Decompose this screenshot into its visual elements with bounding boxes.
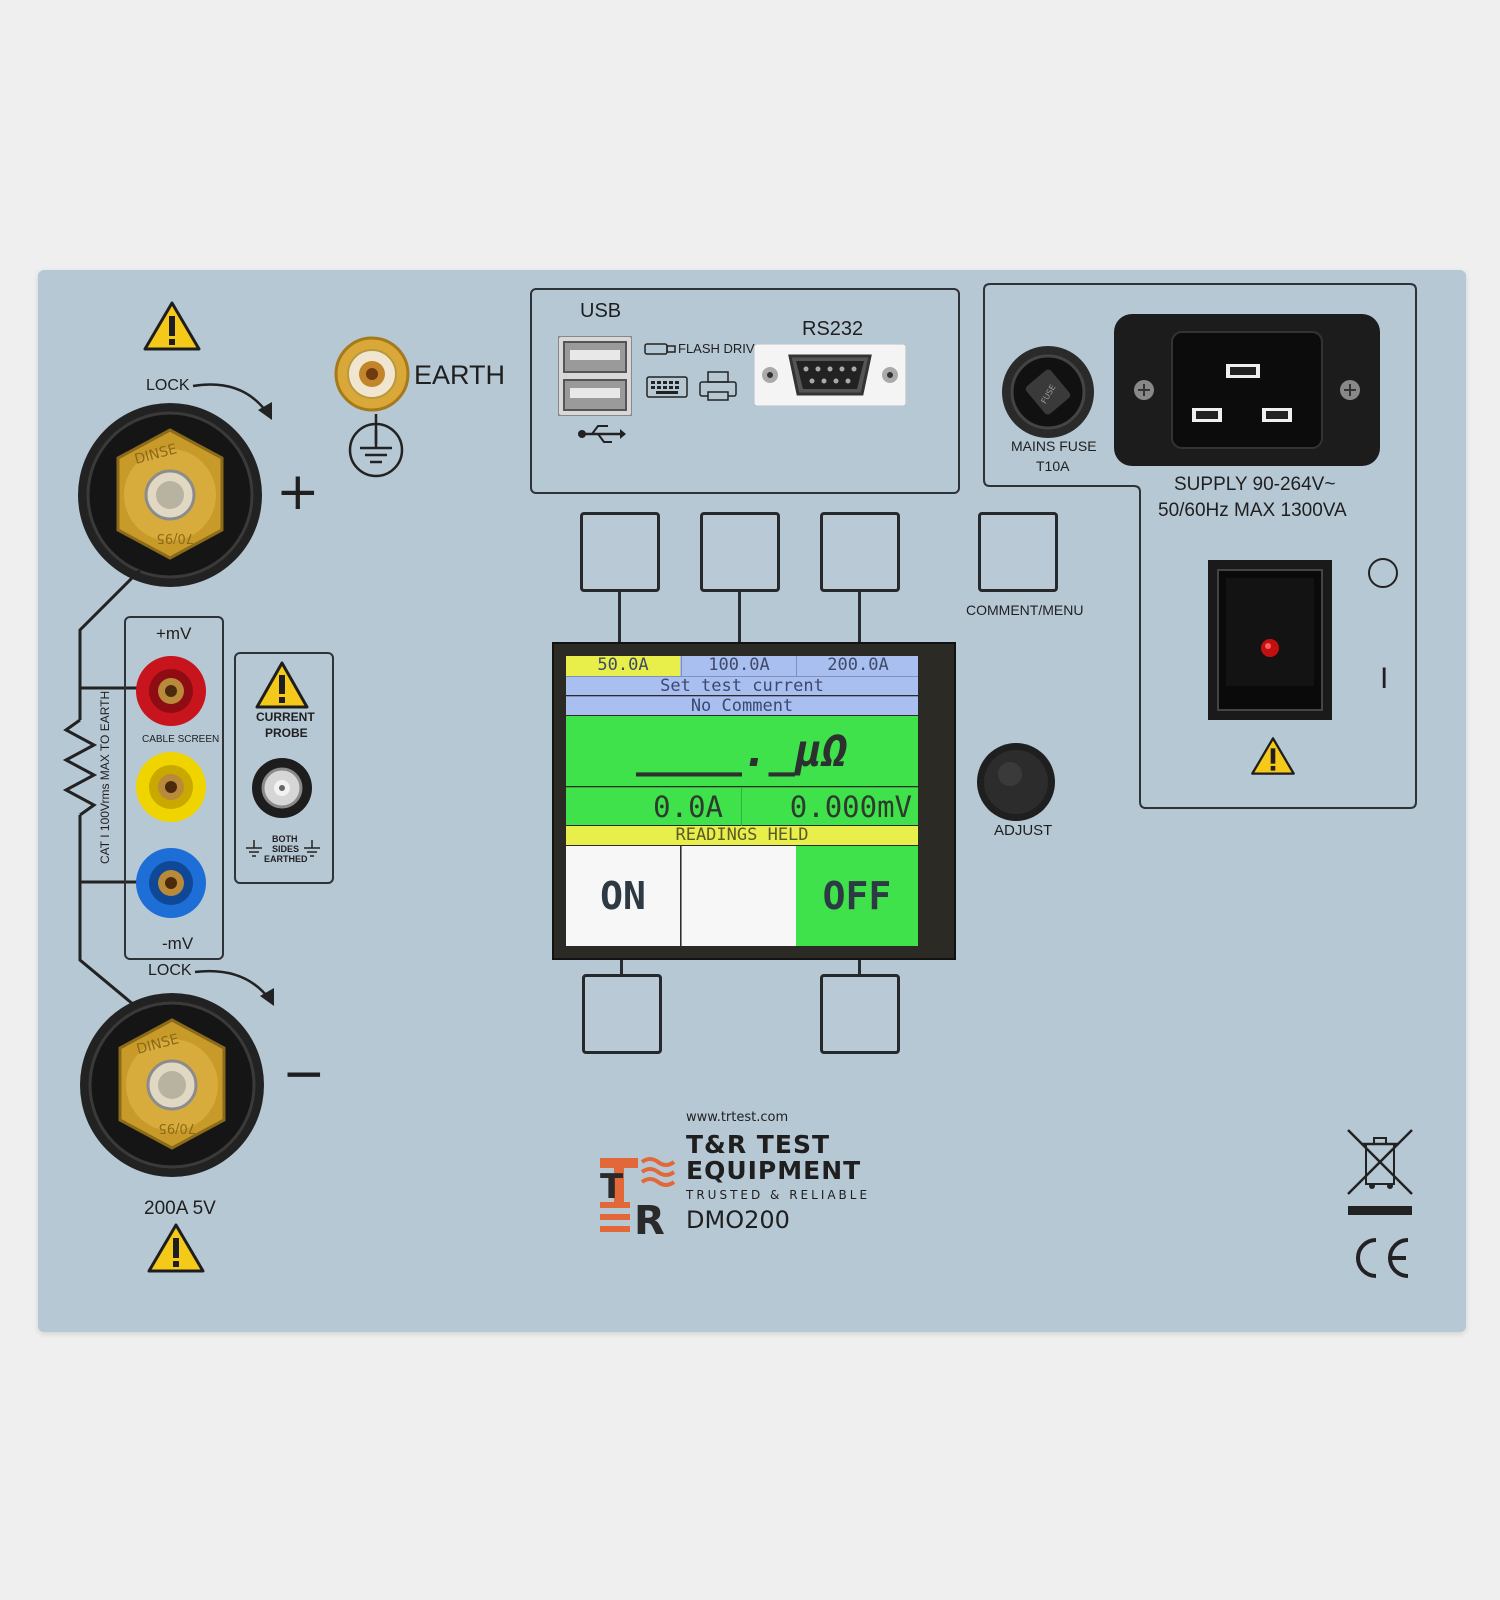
brand-name-line-1: T&R TEST	[686, 1130, 830, 1159]
current-probe-label-2: PROBE	[265, 726, 308, 740]
minus-mv-socket[interactable]	[134, 846, 208, 920]
flash-drive-label: FLASH DRIVE	[678, 341, 764, 356]
cable-screen-socket[interactable]	[134, 750, 208, 824]
plus-mv-label: +mV	[156, 624, 192, 643]
warning-icon	[1251, 737, 1295, 775]
softkey-on-button[interactable]	[582, 974, 662, 1054]
power-inlet-icon[interactable]	[1114, 314, 1380, 466]
plus-mv-socket[interactable]	[134, 654, 208, 728]
adjust-knob[interactable]	[974, 740, 1058, 824]
usb-ports[interactable]	[558, 336, 632, 416]
softkey-label-middle	[681, 846, 796, 946]
svg-text:70/95: 70/95	[157, 530, 194, 545]
fuse-icon[interactable]: FUSE	[1000, 344, 1096, 440]
usb-icon	[578, 425, 626, 443]
warning-icon	[255, 661, 309, 709]
resistor-icon	[62, 570, 142, 1010]
secondary-readings-row: 0.0A 0.000mV	[566, 787, 918, 826]
brand-name-line-2: EQUIPMENT	[686, 1156, 862, 1185]
button-link-line	[620, 954, 623, 992]
supply-label-1: SUPPLY 90-264V~	[1174, 474, 1336, 495]
button-link-line	[738, 592, 741, 644]
status-readings-held: READINGS HELD	[566, 826, 918, 845]
earth-ground-icon	[246, 840, 320, 857]
current-selector-row: 50.0A 100.0A 200.0A	[566, 656, 918, 676]
softkey-label-off: OFF	[796, 846, 918, 946]
both-sides-label-2: SIDES	[272, 844, 300, 854]
softkey-top-3[interactable]	[820, 512, 900, 592]
weee-bin-icon	[1347, 1129, 1413, 1215]
main-resistance-reading: ____._μΩ	[636, 726, 848, 777]
brand-tagline: TRUSTED & RELIABLE	[686, 1188, 871, 1202]
current-probe-group	[234, 652, 334, 884]
flash-drive-icon	[644, 343, 676, 355]
keyboard-icon	[646, 376, 688, 398]
current-option-100[interactable]: 100.0A	[681, 656, 796, 676]
negative-polarity-label: −	[282, 1044, 326, 1104]
lock-label-top: LOCK	[146, 377, 190, 394]
brand-logo: T R	[600, 1157, 676, 1236]
button-link-line	[858, 954, 861, 992]
rating-label: 200A 5V	[144, 1198, 216, 1219]
current-reading: 0.0A	[653, 790, 723, 824]
earth-terminal[interactable]	[332, 334, 412, 414]
softkey-label-on: ON	[566, 846, 680, 946]
power-switch[interactable]	[1208, 560, 1332, 720]
negative-dinse-terminal[interactable]: DINSE 70/95	[74, 990, 270, 1180]
softkey-top-1[interactable]	[580, 512, 660, 592]
voltage-reading: 0.000mV	[789, 790, 912, 824]
current-probe-bnc-socket[interactable]	[250, 756, 314, 820]
rs232-label: RS232	[802, 318, 864, 340]
current-option-200[interactable]: 200.0A	[796, 656, 919, 676]
cable-screen-label: CABLE SCREEN	[142, 734, 220, 745]
usb-label: USB	[580, 300, 622, 322]
lock-arrow-icon	[194, 969, 274, 1006]
svg-text:70/95: 70/95	[159, 1120, 196, 1135]
current-probe-label-1: CURRENT	[256, 710, 315, 724]
main-reading-row: ____._μΩ	[566, 716, 918, 786]
positive-polarity-label: +	[276, 462, 320, 522]
power-section-outline	[983, 283, 1417, 809]
svg-text:T: T	[600, 1167, 624, 1207]
both-sides-label-1: BOTH	[272, 834, 298, 844]
mv-terminal-group	[124, 616, 224, 960]
printer-icon	[699, 371, 737, 401]
rs232-port[interactable]	[754, 344, 906, 406]
instrument-front-panel: LOCK DINSE 70/95 + EARTH CAT	[38, 270, 1466, 1332]
current-option-50[interactable]: 50.0A	[566, 656, 680, 676]
warning-icon	[143, 301, 201, 351]
adjust-label: ADJUST	[994, 822, 1053, 839]
interface-ports-group	[530, 288, 960, 494]
ce-mark-icon	[1356, 1238, 1409, 1278]
lcd-prompt: Set test current	[566, 676, 918, 696]
cat-rating-label: CAT I 100Vrms MAX TO EARTH	[98, 690, 112, 864]
model-label: DMO200	[686, 1206, 790, 1234]
button-link-line	[858, 592, 861, 644]
positive-dinse-terminal[interactable]: DINSE 70/95	[72, 400, 268, 590]
lcd-screen: 50.0A 100.0A 200.0A Set test current No …	[566, 656, 918, 946]
mains-fuse-label-2: T10A	[1036, 458, 1070, 474]
minus-mv-label: -mV	[162, 934, 194, 953]
softkey-off-button[interactable]	[820, 974, 900, 1054]
power-on-mark: I	[1380, 662, 1389, 695]
earth-label: EARTH	[414, 360, 506, 390]
lock-arrow-icon	[192, 383, 272, 420]
comment-menu-button[interactable]	[978, 512, 1058, 592]
brand-url: www.trtest.com	[686, 1110, 789, 1125]
comment-menu-label: COMMENT/MENU	[966, 602, 1084, 618]
svg-text:R: R	[634, 1198, 665, 1236]
power-off-mark	[1368, 558, 1398, 588]
softkey-labels-row: ON OFF	[566, 846, 918, 946]
mains-fuse-label-1: MAINS FUSE	[1011, 438, 1097, 454]
supply-label-2: 50/60Hz MAX 1300VA	[1158, 500, 1347, 521]
button-link-line	[618, 592, 621, 644]
softkey-top-2[interactable]	[700, 512, 780, 592]
earth-ground-icon	[348, 414, 404, 478]
warning-icon	[147, 1223, 205, 1273]
lcd-display: 50.0A 100.0A 200.0A Set test current No …	[552, 642, 956, 960]
lock-label-bottom: LOCK	[148, 962, 192, 979]
both-sides-label-3: EARTHED	[264, 854, 308, 864]
lcd-comment: No Comment	[566, 696, 918, 716]
